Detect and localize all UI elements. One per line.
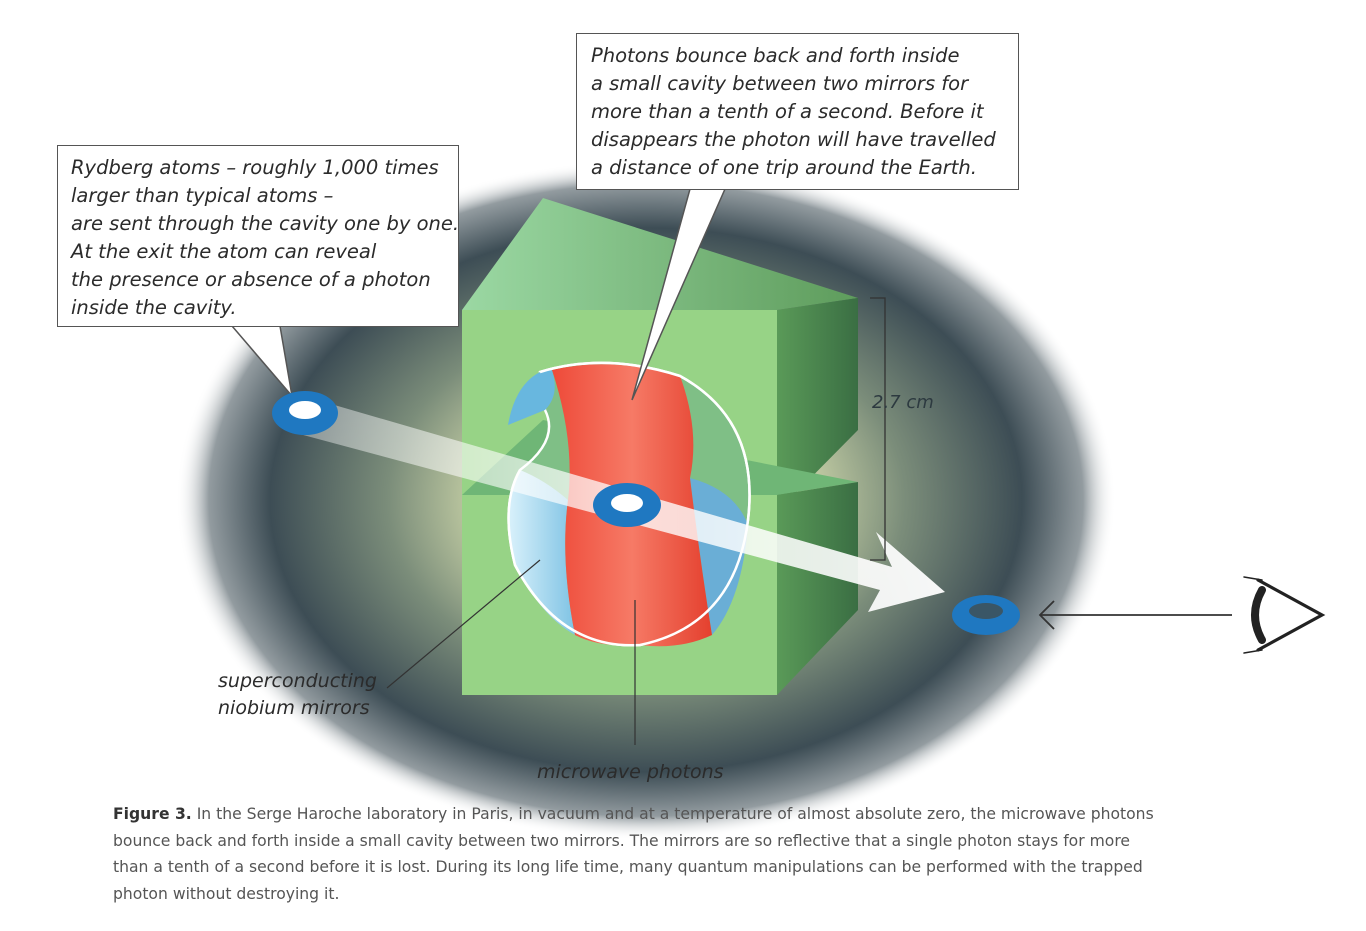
eye-icon: [1243, 576, 1326, 654]
callout-line: a small cavity between two mirrors for: [591, 71, 969, 95]
callout-line: Rydberg atoms – roughly 1,000 times: [71, 156, 439, 179]
label-dimension: 2.7 cm: [872, 392, 934, 413]
arrow-left-icon: [1038, 600, 1232, 630]
label-line: superconducting: [218, 670, 377, 692]
atom-ring-icon: [272, 391, 338, 435]
cavity-cutaway: [507, 361, 751, 647]
atom-ring-icon: [593, 483, 661, 527]
left-mirror: [508, 470, 575, 635]
figure-caption: Figure 3. In the Serge Haroche laborator…: [113, 801, 1253, 907]
callout-line: larger than typical atoms –: [71, 183, 334, 207]
left-mirror-top: [508, 370, 555, 425]
callout-line: disappears the photon will have travelle…: [591, 127, 996, 151]
caption-line: than a tenth of a second before it is lo…: [113, 858, 1143, 876]
callout-line: more than a tenth of a second. Before it: [591, 99, 984, 123]
callout-line: a distance of one trip around the Earth.: [591, 155, 977, 179]
label-niobium-mirrors: superconducting niobium mirrors: [218, 668, 377, 722]
callout-line: are sent through the cavity one by one.: [71, 211, 460, 235]
label-microwave-photons: microwave photons: [537, 761, 724, 783]
caption-line: photon without destroying it.: [113, 884, 340, 903]
caption-line: bounce back and forth inside a small cav…: [113, 831, 1130, 850]
callout-line: At the exit the atom can reveal: [71, 239, 377, 263]
figure-label: Figure 3.: [113, 805, 192, 823]
callout-line: Photons bounce back and forth inside: [591, 44, 960, 67]
callout-line: inside the cavity.: [71, 295, 237, 319]
atom-ring-icon: [952, 595, 1020, 635]
dimension-bracket: [870, 297, 886, 561]
callout-line: the presence or absence of a photon: [71, 267, 431, 291]
caption-text: In the Serge Haroche laboratory in Paris…: [191, 805, 1154, 823]
label-line: niobium mirrors: [218, 697, 370, 719]
callout-rydberg-atoms: Rydberg atoms – roughly 1,000 times larg…: [57, 145, 459, 327]
caption-line: Figure 3. In the Serge Haroche laborator…: [113, 801, 1253, 828]
callout-photons: Photons bounce back and forth inside a s…: [576, 33, 1019, 190]
leader-lines: [386, 559, 636, 745]
